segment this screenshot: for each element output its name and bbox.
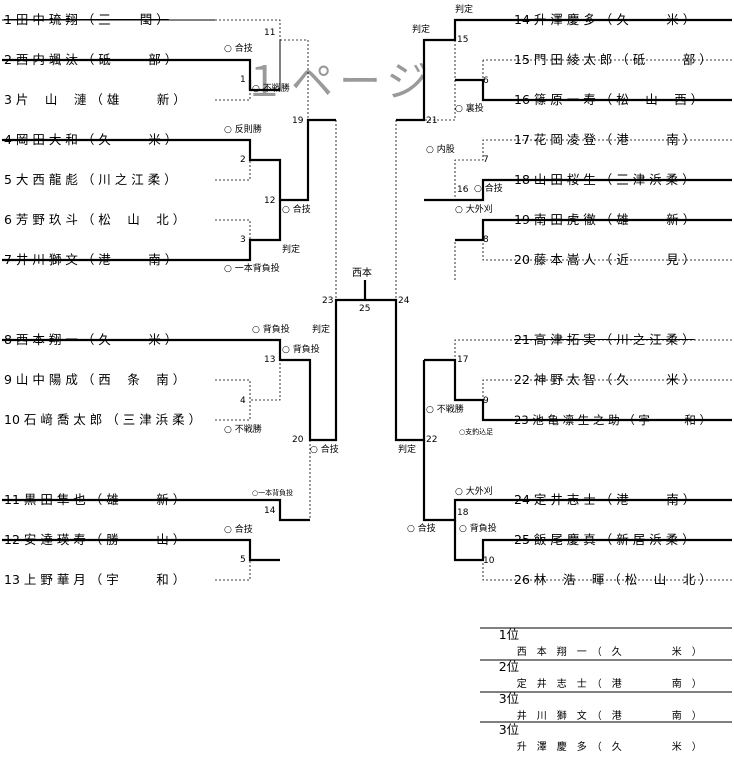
technique-label: ○ 反則勝 [224, 125, 262, 135]
right-player-26: 26 林 浩 暉 （ 松 山 北 ） [514, 572, 712, 587]
match-number: 22 [426, 435, 438, 445]
left-player-8: 8 西 本 翔 一 （ 久 米 ） [4, 332, 178, 347]
ranking-row: 1位 西 本 翔 一 （ 久 米 ） [486, 613, 702, 669]
right-player-25: 25 飯 尾 慶 真 （ 新 居 浜 柔 ） [514, 532, 695, 547]
technique-label: ○ 背負投 [252, 325, 290, 335]
technique-label: ○ 背負投 [282, 345, 320, 355]
technique-label: ○支釣込足 [459, 428, 494, 436]
page-watermark: １ページ [243, 57, 435, 106]
left-player-5: 5 大 西 龍 彪 （ 川 之 江 柔 ） [4, 172, 177, 187]
technique-label: ○ 合技 [224, 44, 253, 54]
technique-label: ○ 裏投 [455, 104, 484, 114]
match-number: 11 [264, 28, 276, 38]
match-number: 9 [483, 396, 489, 406]
match-number: 23 [322, 296, 334, 306]
right-player-23: 23 池 亀 凛 生 之 助 （ 宇 和 ） [514, 413, 712, 427]
left-player-12: 12 安 達 瑛 寿 （ 勝 山 ） [4, 532, 186, 547]
technique-label: ○ 大外刈 [455, 487, 493, 497]
left-player-9: 9 山 中 陽 成 （ 西 条 南 ） [4, 372, 186, 387]
technique-label: ○ 大外刈 [455, 205, 493, 215]
match-number: 13 [264, 355, 276, 365]
ranking-place: 3位 [498, 722, 520, 737]
technique-label: 判定 [455, 5, 474, 15]
match-number: 3 [240, 235, 246, 245]
tournament-bracket-page: １ページ [2, 5, 732, 753]
match-number: 25 [359, 304, 371, 314]
right-player-16: 16 篠 原 一 寿 （ 松 山 西 ） [514, 92, 704, 107]
technique-label: ○ 合技 [474, 184, 503, 194]
left-player-11: 11 黒 田 隼 也 （ 雄 新 ） [4, 492, 186, 507]
technique-label: ○ 不戦勝 [252, 84, 290, 94]
right-player-18: 18 山 田 桜 生 （ 三 津 浜 柔 ） [514, 172, 695, 187]
match-number: 4 [240, 396, 246, 406]
right-player-19: 19 南 田 虎 徹 （ 雄 新 ） [514, 212, 696, 227]
technique-label: 判定 [398, 445, 417, 455]
left-player-1: 1 田 中 琉 翔 （ 三 閠 ） [4, 12, 169, 27]
match-number: 6 [483, 76, 489, 86]
match-number: 16 [457, 185, 469, 195]
technique-label: 判定 [412, 25, 431, 35]
match-number: 15 [457, 35, 469, 45]
match-number: 8 [483, 235, 489, 245]
match-number: 7 [483, 155, 489, 165]
right-player-20: 20 藤 本 嵩 人 （ 近 見 ） [514, 252, 696, 267]
right-player-22: 22 神 野 太 智 （ 久 米 ） [514, 372, 696, 387]
technique-label: ○ 合技 [224, 525, 253, 535]
left-player-7: 7 井 川 獅 文 （ 港 南 ） [4, 252, 178, 267]
ranking-place: 1位 [498, 627, 520, 642]
match-number: 19 [292, 116, 304, 126]
left-player-3: 3 片 山 漣 （ 雄 新 ） [4, 92, 186, 107]
ranking-name: 井 川 獅 文 （ 港 南 ） [516, 711, 702, 722]
right-player-24: 24 定 井 志 士 （ 港 南 ） [514, 492, 696, 507]
technique-label: ○一本背負投 [252, 489, 294, 497]
left-player-10: 10 石 﨑 喬 太 郎 （ 三 津 浜 柔 ） [4, 412, 202, 427]
technique-label: ○ 一本背負投 [224, 264, 280, 274]
match-number: 21 [426, 116, 438, 126]
left-player-4: 4 岡 田 大 和 （ 久 米 ） [4, 132, 178, 147]
match-number: 10 [483, 556, 495, 566]
technique-label: 判定 [312, 325, 331, 335]
ranking-place: 3位 [498, 691, 520, 706]
technique-label: ○ 内股 [426, 145, 455, 155]
right-player-14: 14 升 澤 慶 多 （ 久 米 ） [514, 12, 696, 27]
match-number: 5 [240, 555, 246, 565]
technique-label: ○ 背負投 [459, 524, 497, 534]
match-number: 2 [240, 155, 246, 165]
match-number: 17 [457, 355, 469, 365]
ranking-name: 定 井 志 士 （ 港 南 ） [516, 679, 702, 690]
left-player-2: 2 西 内 颯 汰 （ 砥 部 ） [4, 52, 178, 67]
right-player-17: 17 花 岡 凌 登 （ 港 南 ） [514, 132, 696, 147]
technique-label: ○ 不戦勝 [224, 425, 262, 435]
match-number: 1 [240, 75, 246, 85]
right-player-15: 15 門 田 綾 太 郎 （ 砥 部 ） [514, 52, 712, 67]
champion-label: 西本 [352, 268, 372, 279]
match-number: 14 [264, 506, 276, 516]
technique-label: 判定 [282, 245, 301, 255]
technique-label: ○ 合技 [282, 205, 311, 215]
ranking-row: 3位 井 川 獅 文 （ 港 南 ） [486, 677, 702, 733]
ranking-row: 2位 定 井 志 士 （ 港 南 ） [486, 645, 702, 701]
ranking-row: 3位 升 澤 慶 多 （ 久 米 ） [486, 708, 702, 764]
technique-label: ○ 合技 [310, 445, 339, 455]
left-player-13: 13 上 野 華 月 （ 宇 和 ） [4, 572, 186, 587]
ranking-name: 升 澤 慶 多 （ 久 米 ） [516, 742, 702, 753]
match-number: 18 [457, 508, 469, 518]
left-player-6: 6 芳 野 玖 斗 （ 松 山 北 ） [4, 212, 186, 227]
right-player-21: 21 高 津 拓 実 （ 川 之 江 柔 ） [514, 332, 695, 347]
bracket-lines [2, 18, 732, 723]
technique-label: ○ 不戦勝 [426, 405, 464, 415]
ranking-place: 2位 [498, 659, 520, 674]
match-number: 24 [398, 296, 410, 306]
technique-label: ○ 合技 [407, 524, 436, 534]
ranking-name: 西 本 翔 一 （ 久 米 ） [516, 647, 702, 658]
match-number: 20 [292, 435, 304, 445]
match-number: 12 [264, 196, 276, 206]
